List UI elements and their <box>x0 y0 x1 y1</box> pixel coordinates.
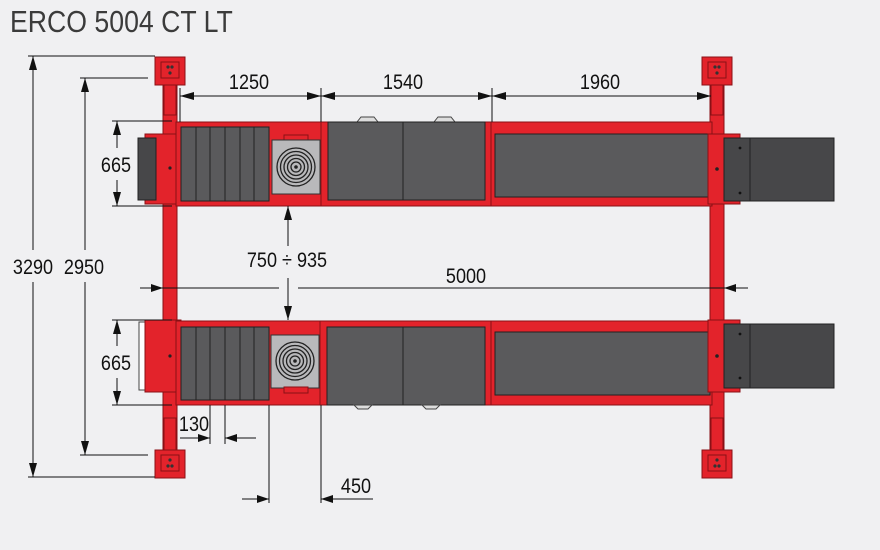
dimension-labels: 1250 1540 1960 3290 2950 665 665 750 ÷ 9… <box>13 71 620 499</box>
diagram-title: ERCO 5004 CT LT <box>10 4 233 39</box>
dim-2950: 2950 <box>64 256 104 280</box>
dim-450: 450 <box>341 475 371 499</box>
ramp-top-right <box>723 137 835 202</box>
column-bottom-left <box>154 417 186 479</box>
dim-3290: 3290 <box>13 256 53 280</box>
column-top-right <box>701 56 733 116</box>
turntable-bottom <box>270 334 320 394</box>
slip-plates-bottom <box>180 326 270 401</box>
runway-bottom <box>138 319 835 410</box>
dim-1540: 1540 <box>383 71 423 95</box>
dim-665-top: 665 <box>101 154 131 178</box>
dim-1250: 1250 <box>229 71 269 95</box>
dim-runway-gap: 750 ÷ 935 <box>247 249 327 273</box>
turntable-top <box>271 134 321 195</box>
dim-665-bottom: 665 <box>101 352 131 376</box>
dim-130: 130 <box>179 413 209 437</box>
runway-top <box>137 116 835 207</box>
dim-5000: 5000 <box>446 265 486 289</box>
dim-1960: 1960 <box>580 71 620 95</box>
ramp-bottom-right <box>723 323 835 389</box>
slip-plates-top <box>180 126 270 202</box>
column-top-left <box>154 56 186 116</box>
column-bottom-right <box>701 417 733 479</box>
